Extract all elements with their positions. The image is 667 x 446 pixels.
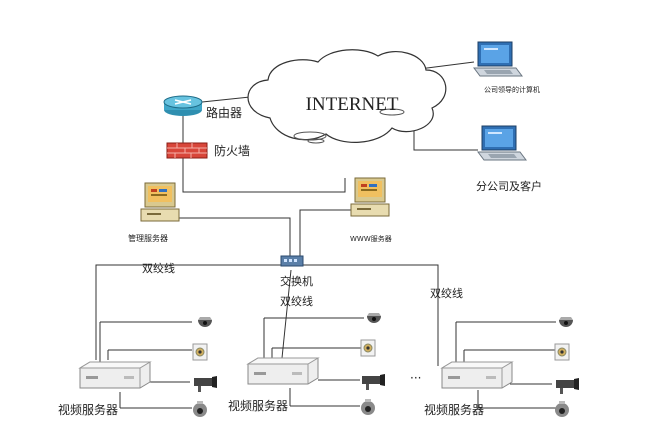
- twisted-pair-label-center: 双绞线: [280, 294, 313, 308]
- firewall-icon: [166, 142, 208, 159]
- branch-laptop-icon: [477, 125, 527, 161]
- internet-cloud: INTERNET: [247, 49, 447, 144]
- hq-computer-icon: [473, 41, 523, 77]
- hq-computer-label: 公司领导的计算机: [484, 85, 540, 94]
- dome-camera-icon: [198, 317, 212, 327]
- camera-site-3: 视频服务器: [424, 317, 579, 417]
- video-server-icon: [247, 357, 319, 385]
- bullet-camera-icon: [556, 378, 579, 394]
- box-camera-icon: [360, 339, 376, 357]
- video-server-label: 视频服务器: [424, 402, 484, 417]
- twisted-pair-label-right: 双绞线: [430, 286, 463, 300]
- internet-label: INTERNET: [306, 94, 399, 115]
- router-label: 路由器: [206, 105, 242, 120]
- management-server-icon: [140, 182, 180, 222]
- twisted-pair-label-left: 双绞线: [142, 261, 175, 275]
- bullet-camera-icon: [362, 374, 385, 390]
- switch-label: 交换机: [280, 274, 313, 288]
- ball-camera-icon: [555, 401, 569, 417]
- more-sites-ellipsis: ···: [410, 371, 421, 385]
- video-server-label: 视频服务器: [228, 398, 288, 413]
- www-server-icon: [350, 177, 390, 217]
- video-server-icon: [441, 361, 513, 389]
- video-server-label: 视频服务器: [58, 402, 118, 417]
- box-camera-icon: [192, 343, 208, 361]
- dome-camera-icon: [559, 317, 573, 327]
- ball-camera-icon: [193, 401, 207, 417]
- camera-site-1: 视频服务器: [58, 317, 217, 417]
- camera-site-2: 视频服务器: [228, 313, 385, 415]
- switch-icon: [280, 255, 304, 267]
- bullet-camera-icon: [194, 376, 217, 392]
- management-server-label: 管理服务器: [128, 233, 168, 243]
- dome-camera-icon: [367, 313, 381, 323]
- box-camera-icon: [554, 343, 570, 361]
- router-arrows-icon: [174, 99, 192, 105]
- cloud-ornaments: [293, 108, 405, 144]
- firewall-label: 防火墙: [214, 143, 250, 158]
- router: [163, 95, 203, 116]
- ball-camera-icon: [361, 399, 375, 415]
- branch-clients-label: 分公司及客户: [476, 179, 542, 193]
- video-server-icon: [79, 361, 151, 389]
- www-server-label: WWW服务器: [350, 234, 392, 243]
